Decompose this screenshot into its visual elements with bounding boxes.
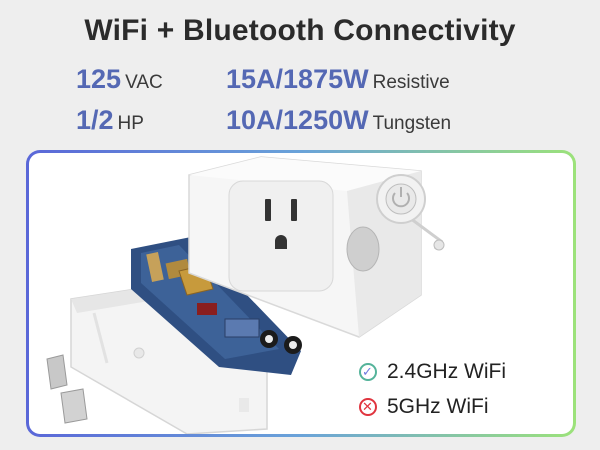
spec-resistive-unit: Resistive <box>372 72 450 93</box>
check-circle-icon: ✓ <box>359 363 377 381</box>
spec-voltage-unit: VAC <box>125 72 163 93</box>
spec-tungsten-unit: Tungsten <box>372 113 452 134</box>
circuit-board <box>131 237 302 375</box>
headline: WiFi + Bluetooth Connectivity <box>84 14 516 47</box>
wifi-unsupported-label: 5GHz WiFi <box>387 395 489 418</box>
wifi-unsupported-row: ✕ 5GHz WiFi <box>359 395 489 419</box>
spec-voltage-value: 125 <box>76 64 122 94</box>
plug-prongs <box>46 354 88 424</box>
product-frame: ✓ 2.4GHz WiFi ✕ 5GHz WiFi <box>26 150 576 437</box>
spec-tungsten-value: 10A/1250W <box>226 105 369 135</box>
power-button-cap <box>376 174 445 251</box>
wifi-supported-row: ✓ 2.4GHz WiFi <box>359 360 506 384</box>
spec-hp-value: 1/2 <box>76 105 114 135</box>
spec-resistive-value: 15A/1875W <box>226 64 369 94</box>
x-circle-icon: ✕ <box>359 398 377 416</box>
spec-hp-unit: HP <box>117 113 144 134</box>
product-panel: ✓ 2.4GHz WiFi ✕ 5GHz WiFi <box>29 153 573 434</box>
exploded-plug-illustration <box>46 156 445 434</box>
wifi-supported-label: 2.4GHz WiFi <box>387 360 507 383</box>
